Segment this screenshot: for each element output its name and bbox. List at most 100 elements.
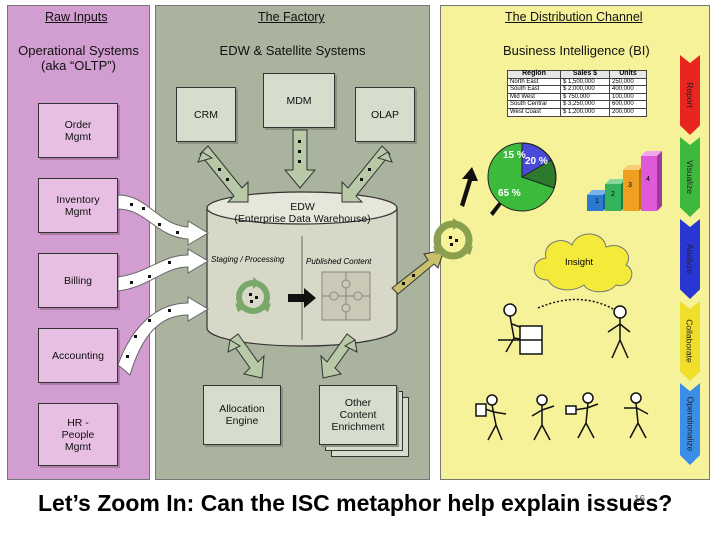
tab-operationalize[interactable]: Operationalize [680, 383, 700, 465]
raw-inputs-subtitle-line2: (aka “OLTP”) [41, 58, 116, 73]
cell: $ 750,000 [560, 92, 610, 102]
insight-cloud [533, 233, 633, 293]
distribution-header: The Distribution Channel [505, 10, 643, 24]
raw-inputs-header: Raw Inputs [45, 10, 108, 24]
raw-inputs-subtitle-line1: Operational Systems [18, 43, 139, 58]
bar-2 [605, 179, 626, 211]
factory-flow-arrows [197, 129, 393, 379]
table-header: Region [507, 70, 561, 79]
cell: 600,000 [609, 100, 647, 109]
tab-operationalize-label: Operationalize [685, 396, 695, 452]
slide-footer-title: Let’s Zoom In: Can the ISC metaphor help… [38, 490, 673, 516]
cell: South East [507, 85, 561, 94]
olap-label: OLAP [370, 108, 399, 121]
mdm-label: MDM [286, 94, 312, 107]
published-label: Published Content [306, 257, 372, 266]
cell: $ 2,000,000 [560, 85, 610, 94]
crm-box: CRM [176, 87, 236, 142]
factory-subtitle: EDW & Satellite Systems [219, 43, 366, 58]
allocation-line2: Engine [225, 415, 259, 427]
page-number: 16 [634, 494, 646, 505]
inventory-mgmt-line2: Mgmt [64, 205, 92, 218]
edw-line1: EDW [290, 201, 315, 213]
tab-collaborate[interactable]: Collaborate [680, 301, 700, 381]
mdm-box: MDM [263, 73, 335, 128]
tab-report[interactable]: Report [680, 55, 700, 135]
order-mgmt-line2: Mgmt [64, 130, 92, 143]
other-line3: Enrichment [331, 421, 385, 433]
bar-label-2: 2 [611, 191, 615, 198]
bar-label-3: 3 [628, 182, 632, 189]
cell: North East [507, 77, 561, 87]
right-arrow-icon [288, 288, 316, 308]
bar-label-1: 1 [595, 198, 599, 205]
cell: $ 1,200,000 [560, 107, 610, 117]
cell: 100,000 [609, 92, 647, 102]
factory-header: The Factory [258, 10, 325, 24]
other-line1: Other [344, 397, 372, 409]
table-header: Units [609, 70, 647, 79]
accounting-box: Accounting [38, 328, 118, 383]
tab-visualize-label: Visualize [685, 160, 695, 194]
input-flow-arrows [118, 194, 209, 376]
edw-label: EDW (Enterprise Data Warehouse) [205, 201, 400, 225]
cell: 400,000 [609, 85, 647, 94]
accounting-line1: Accounting [52, 349, 104, 362]
recycle-icon [235, 277, 271, 314]
tab-report-label: Report [685, 82, 696, 108]
edw-line2: (Enterprise Data Warehouse) [234, 213, 371, 225]
cell: Mid West [507, 92, 561, 102]
puzzle-icon [321, 271, 371, 321]
tab-collaborate-label: Collaborate [685, 319, 696, 363]
bar-3 [623, 165, 644, 211]
tab-analyze-label: Analyze [685, 243, 695, 275]
distribution-subtitle: Business Intelligence (BI) [503, 43, 650, 58]
cell: South Central [507, 100, 561, 109]
people-collaboration-illustration [475, 298, 649, 441]
hr-line1: HR - [67, 416, 89, 429]
pie-label-20: 20 % [525, 156, 548, 167]
staging-label: Staging / Processing [211, 255, 285, 264]
cell: $ 3,250,000 [560, 100, 610, 109]
order-mgmt-line1: Order [64, 118, 92, 131]
other-line2: Content [339, 409, 377, 421]
bar-4 [641, 151, 662, 211]
pie-label-65: 65 % [498, 188, 521, 199]
distribution-gear-icon [433, 218, 473, 260]
bar-chart-3d [587, 151, 662, 211]
pie-label-15: 15 % [503, 150, 526, 161]
table-header: Sales $ [560, 70, 610, 79]
cell: $ 1,500,000 [560, 77, 610, 87]
olap-box: OLAP [355, 87, 415, 142]
tab-analyze[interactable]: Analyze [680, 219, 700, 299]
insight-label: Insight [565, 257, 593, 268]
edw-to-bi-arrow [391, 249, 445, 295]
hr-line3: Mgmt [64, 440, 92, 453]
raw-inputs-panel [7, 5, 150, 480]
raw-inputs-subtitle: Operational Systems (aka “OLTP”) [7, 43, 150, 73]
cell: 250,000 [609, 77, 647, 87]
sales-table: Region Sales $ Units North East$ 1,500,0… [507, 70, 647, 117]
pie-slice-b [520, 159, 557, 189]
billing-box: Billing [38, 253, 118, 308]
tab-visualize[interactable]: Visualize [680, 137, 700, 217]
billing-line1: Billing [63, 274, 92, 287]
bar-label-4: 4 [646, 176, 650, 183]
allocation-line1: Allocation [219, 403, 265, 415]
crm-label: CRM [194, 108, 218, 121]
inventory-mgmt-line1: Inventory [56, 193, 100, 206]
cell: 200,000 [609, 107, 647, 117]
hr-line2: People [61, 428, 95, 441]
cell: West Coast [507, 107, 561, 117]
pie-chart [487, 142, 557, 212]
